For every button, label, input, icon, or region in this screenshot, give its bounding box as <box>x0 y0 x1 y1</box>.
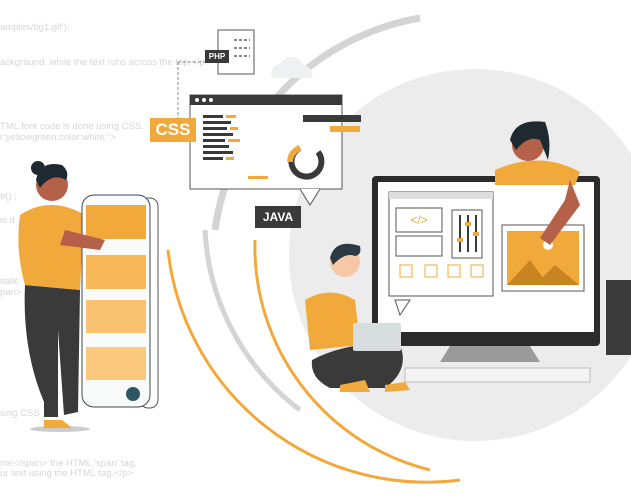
bg-code-line: ur text using the HTML tag.</p> <box>0 468 134 479</box>
cloud-icon <box>271 56 313 78</box>
laptop <box>353 323 401 351</box>
bg-code-line: sing CSS <box>0 408 40 419</box>
code-symbol: </> <box>410 213 428 227</box>
bg-code-line: r:yellowgreen;color:white;"> <box>0 132 117 143</box>
bg-code-line: ackground, while the text runs across th… <box>0 57 205 68</box>
php-label: PHP <box>205 50 229 63</box>
css-label: CSS <box>150 118 196 142</box>
phone-home-button <box>126 387 140 401</box>
woman-legs <box>24 285 80 417</box>
java-label: JAVA <box>255 206 301 228</box>
bg-code-line: italic <box>0 276 20 287</box>
bg-code-line: e() ; <box>0 191 17 202</box>
bg-code-line: pan> <box>0 287 22 298</box>
man-legs <box>311 344 403 388</box>
woman-right-shirt <box>495 160 580 185</box>
bg-code-line: me</span> the HTML 'span' tag. <box>0 458 137 469</box>
orange-arc <box>166 249 461 484</box>
keyboard <box>404 367 591 383</box>
man-shirt <box>305 292 360 350</box>
bg-code-line: amples/bg1.gif'); <box>0 22 70 33</box>
bg-code-line: is d <box>0 215 15 226</box>
woman-shirt <box>18 205 96 290</box>
bg-code-line: TML font code is done using CSS. <box>0 121 144 132</box>
